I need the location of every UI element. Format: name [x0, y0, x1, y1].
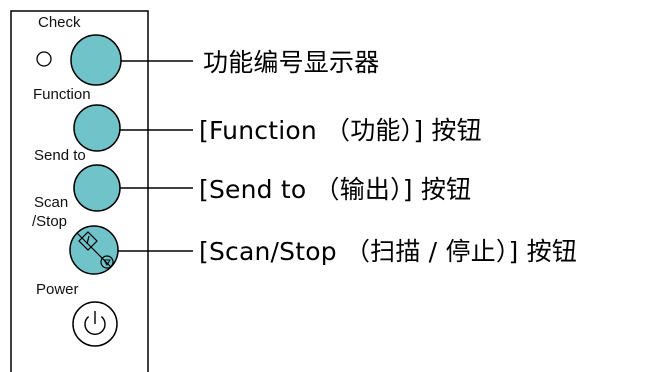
check-led-icon [36, 51, 52, 67]
power-button[interactable] [72, 301, 118, 347]
callout-send-to-button: [Send to （输出）] 按钮 [199, 175, 472, 204]
power-icon [84, 311, 106, 335]
callout-function-number-display: 功能编号显示器 [203, 48, 380, 77]
start-diamond-icon [78, 231, 98, 251]
check-label: Check [38, 14, 81, 31]
scan-label: Scan [34, 194, 69, 211]
stop-label: /Stop [32, 213, 68, 230]
scan-stop-button[interactable] [69, 225, 119, 275]
panel-outline [10, 10, 149, 372]
function-label: Function [33, 86, 91, 103]
send-to-button[interactable] [73, 164, 121, 212]
power-label: Power [36, 281, 79, 298]
callout-function-button: [Function （功能）] 按钮 [199, 116, 482, 145]
function-number-display [70, 34, 122, 86]
stop-icon [100, 255, 114, 269]
callout-scan-stop-button: [Scan/Stop （扫描 / 停止）] 按钮 [199, 237, 578, 266]
send-to-label: Send to [34, 147, 86, 164]
function-button[interactable] [73, 104, 121, 152]
